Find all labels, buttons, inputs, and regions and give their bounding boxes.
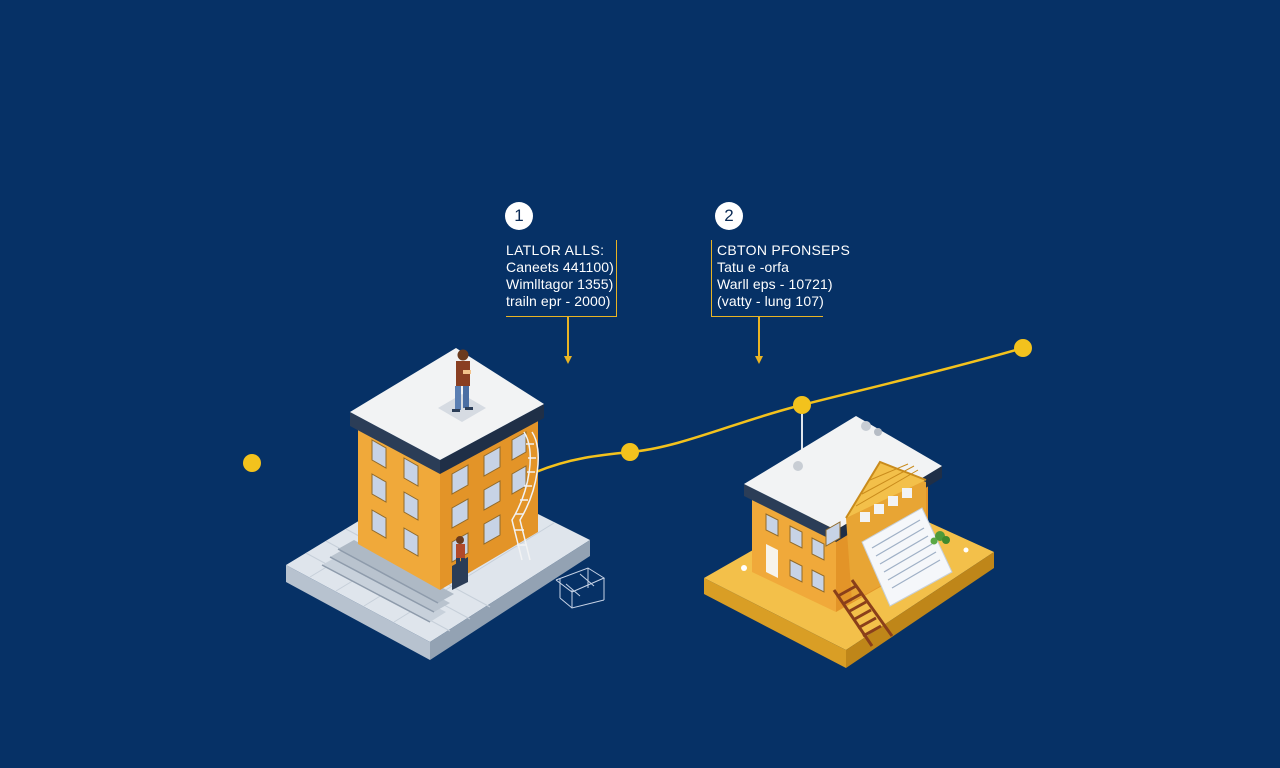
step-2-badge: 2 [715,202,743,230]
gold-platform-left [704,578,846,668]
timeline-path [535,346,1024,474]
step-1-arrow-head [564,356,572,364]
step-2-line-3: (vatty - lung 107) [717,293,824,309]
railing-icon [555,567,606,609]
step-2-arrow-head [755,356,763,364]
apartment-roof-edge-right [440,404,544,474]
person-on-roof-icon [452,349,473,412]
house-roof [744,416,942,530]
platform-steps [321,540,454,623]
step-1-text-box: LATLOR ALLS: Caneets 441100) Wimlltagor … [506,240,617,317]
step-1-arrow-stem [567,317,569,357]
house-roof-edge [744,484,836,542]
step-2-text-box: CBTON PFONSEPS Tatu e -orfa Warll eps - … [711,240,850,317]
grey-platform-right [430,540,590,660]
step-2-line-1: Tatu e -orfa [717,259,790,275]
document-sheet-icon [861,507,953,607]
step-1-line-1: Caneets 441100) [506,259,614,275]
step-2-callout: 2 CBTON PFONSEPS Tatu e -orfa Warll eps … [708,200,850,380]
step-1-badge: 1 [505,202,533,230]
house-with-document-icon [704,416,994,668]
timeline-dot-mid [621,443,639,461]
grey-platform-left [286,565,430,660]
ladder-icon [511,431,539,561]
step-1-title: LATLOR ALLS: [506,242,605,258]
house-door [766,544,778,578]
step-1-line-2: Wimlltagor 1355) [506,276,614,292]
worker-at-door-icon [456,536,465,570]
gold-platform-right [846,552,994,668]
step-1-line-3: trailn epr - 2000) [506,293,611,309]
timeline-dot-end [1014,339,1032,357]
house-stairs-icon [832,579,894,647]
roof-hatch [438,394,486,422]
step-2-arrow-stem [758,317,760,357]
plant-icon [930,531,950,545]
step-2-title: CBTON PFONSEPS [717,242,851,258]
timeline-dot-house [793,396,811,414]
timeline-dot-start [243,454,261,472]
apartment-roof-edge [350,412,440,474]
step-2-line-2: Warll eps - 10721) [717,276,833,292]
step-1-callout: 1 LATLOR ALLS: Caneets 441100) Wimlltago… [500,200,630,380]
apartment-building-icon [286,348,606,660]
